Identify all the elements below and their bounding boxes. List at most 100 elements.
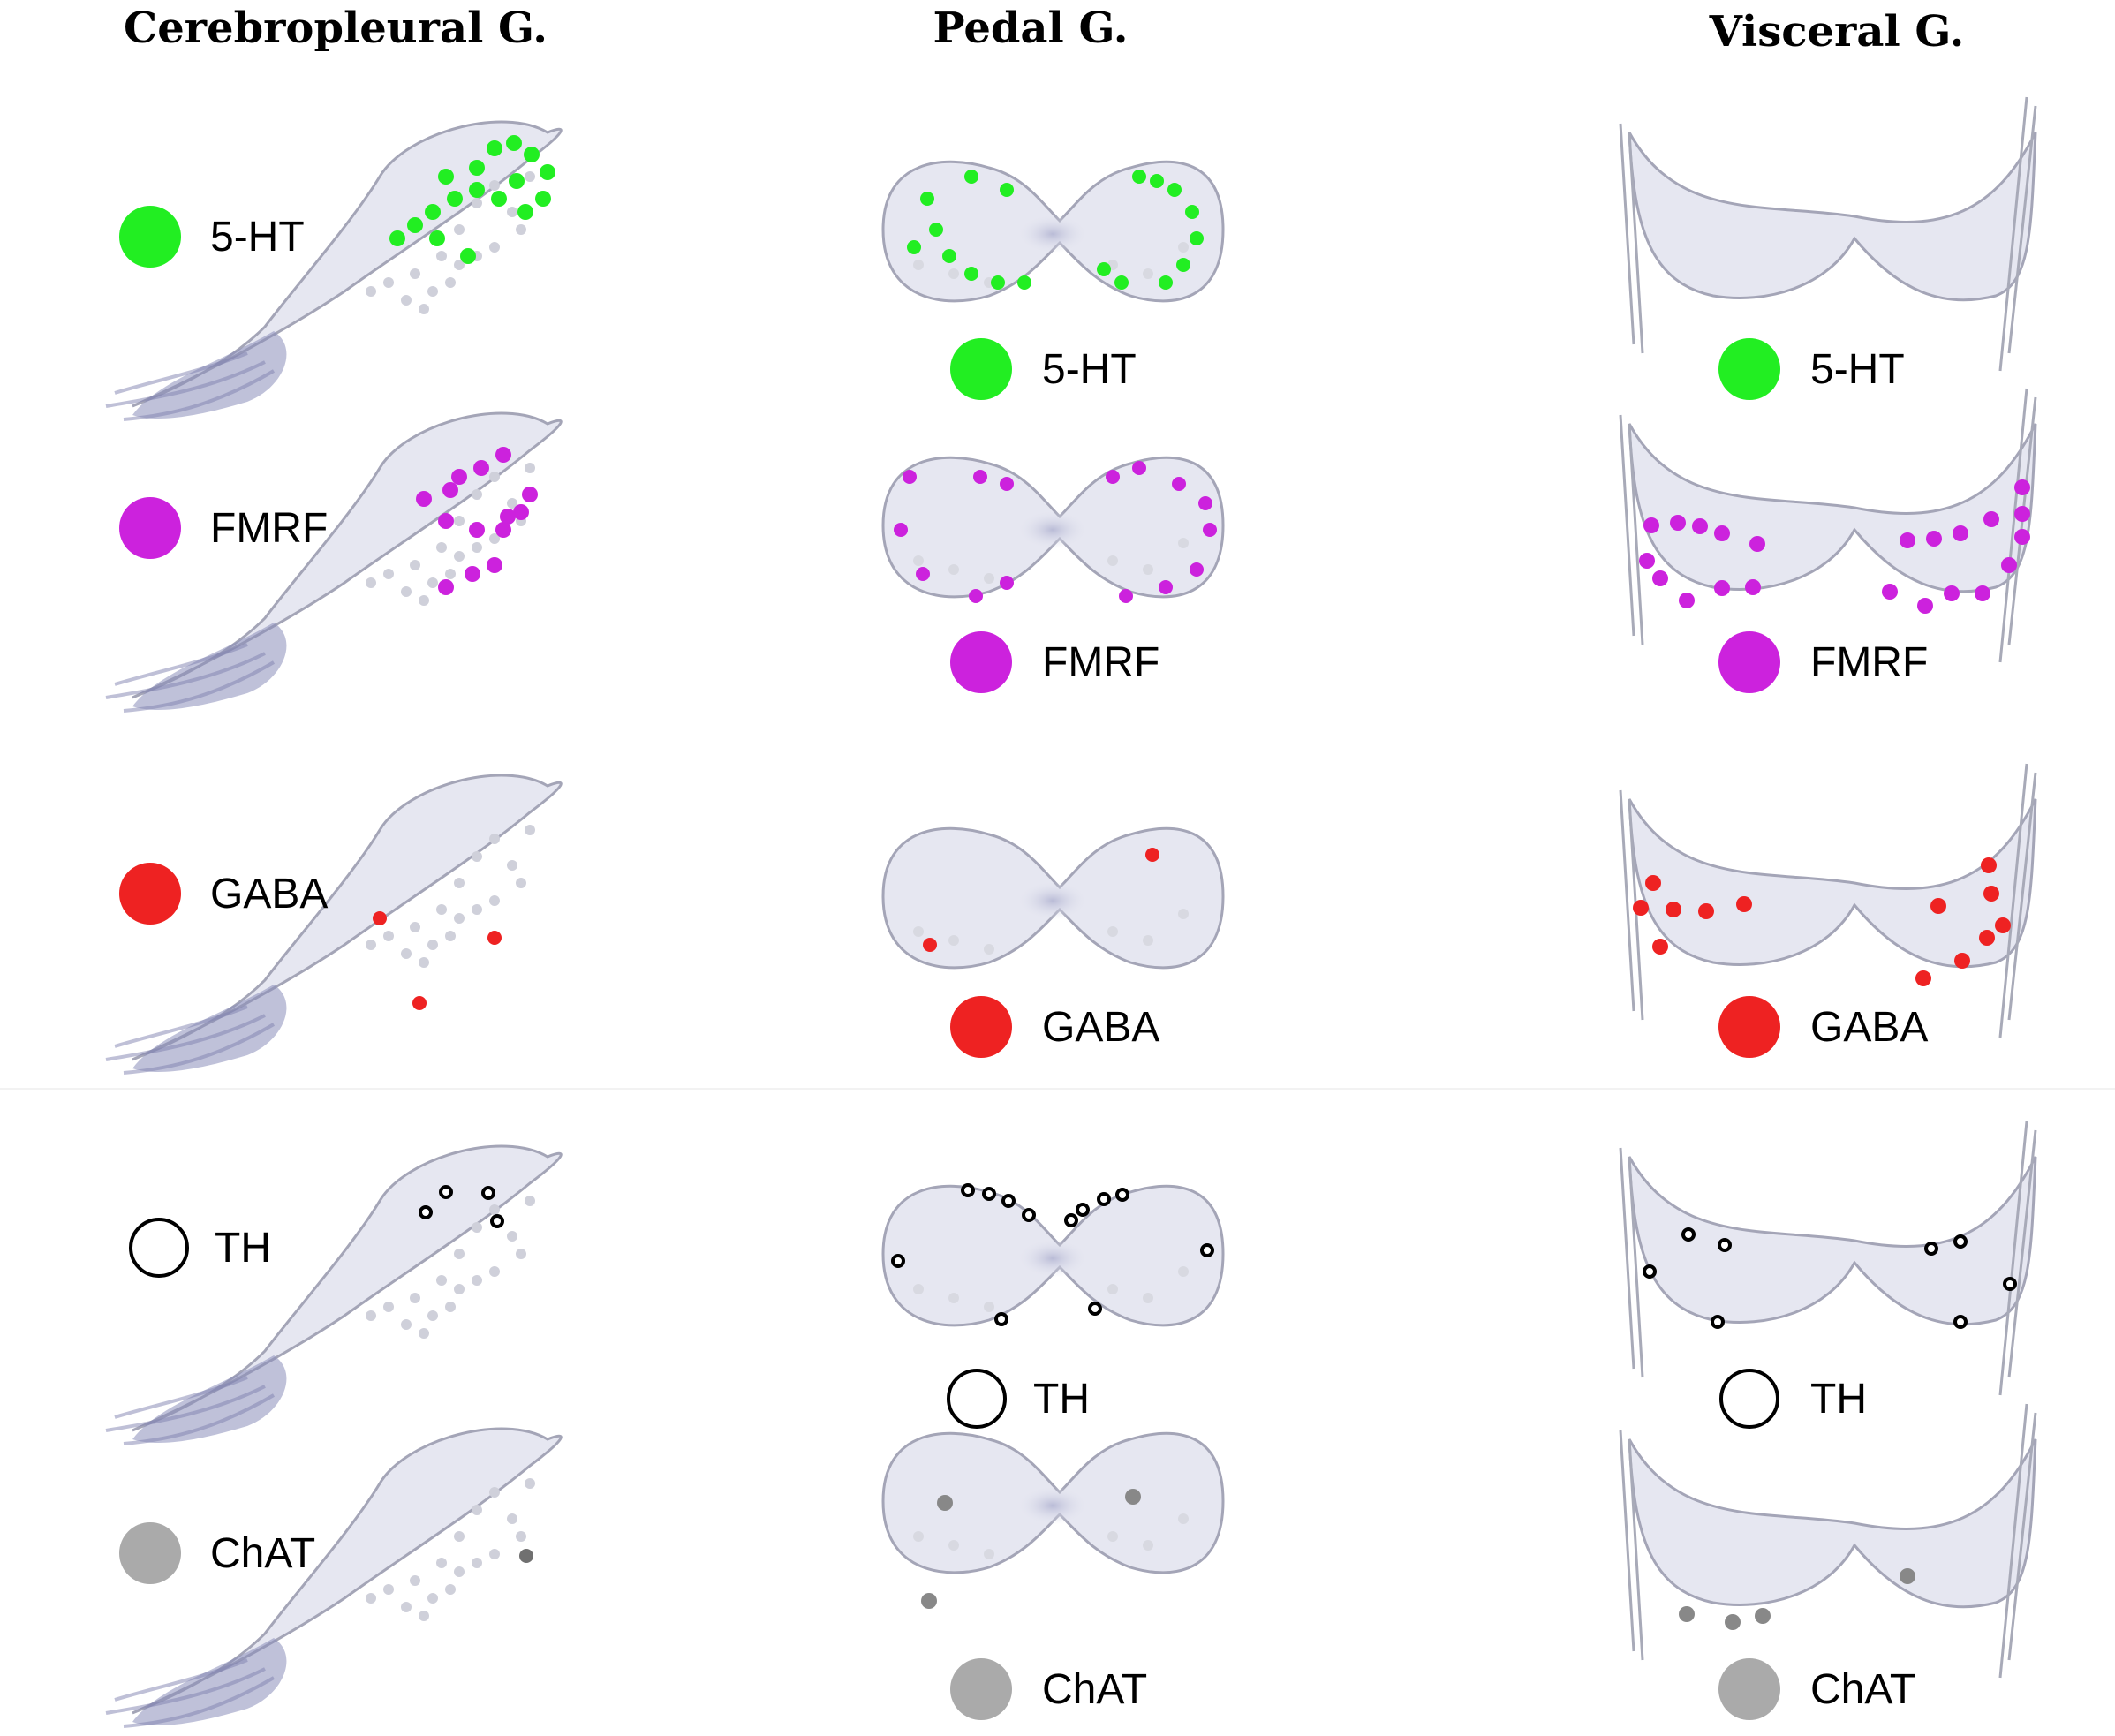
legend-cerebropleural-th: TH [129, 1218, 271, 1278]
background-cell [427, 1310, 438, 1321]
stained-cell [469, 182, 485, 198]
stained-cell [438, 169, 454, 185]
background-cell [419, 304, 429, 314]
legend-swatch [129, 1218, 189, 1278]
stained-cell [991, 275, 1005, 290]
background-cell [489, 1549, 500, 1559]
stained-cell [491, 191, 507, 207]
background-cell [454, 913, 465, 924]
background-cell [427, 940, 438, 950]
stained-cell [1097, 262, 1111, 276]
background-cell [1143, 935, 1153, 946]
background-cell [1143, 564, 1153, 575]
background-cell [472, 198, 482, 208]
background-cell [366, 577, 376, 588]
background-cell [489, 1487, 500, 1498]
stained-cell [373, 911, 387, 925]
stained-cell [487, 140, 502, 156]
stained-cell [451, 469, 467, 485]
background-cell [489, 472, 500, 482]
background-cell [507, 207, 517, 217]
background-cell [445, 1302, 456, 1312]
background-cell [410, 560, 420, 570]
background-cell [383, 569, 394, 579]
column-title-visceral: Visceral G. [1709, 7, 1965, 57]
legend-cerebropleural-5ht: 5-HT [119, 206, 305, 268]
background-cell [401, 1602, 412, 1612]
stained-cell [1926, 531, 1942, 547]
legend-label: 5-HT [1810, 346, 1905, 393]
stained-cell [487, 931, 502, 945]
stained-cell [1000, 183, 1014, 197]
background-cell [366, 286, 376, 297]
stained-cell [1718, 1238, 1732, 1252]
background-cell [1178, 538, 1189, 548]
stained-cell [2014, 529, 2030, 545]
legend-swatch [950, 631, 1012, 693]
stained-cell [442, 482, 458, 498]
stained-cell [964, 267, 978, 281]
stained-cell [1979, 930, 1995, 946]
background-cell [472, 1505, 482, 1515]
background-cell [410, 1575, 420, 1586]
legend-swatch [1719, 1369, 1779, 1429]
background-cell [401, 948, 412, 959]
background-cell [507, 498, 517, 509]
stained-cell [1097, 1192, 1111, 1206]
background-cell [1107, 1284, 1118, 1294]
stained-cell [1714, 580, 1730, 596]
visceral-ganglion-5ht [1619, 96, 2037, 372]
background-cell [1178, 242, 1189, 253]
stained-cell [1953, 525, 1968, 541]
legend-visceral-5ht: 5-HT [1718, 338, 1905, 400]
stained-cell [1983, 511, 1999, 527]
stained-cell [1711, 1315, 1725, 1329]
background-cell [525, 1478, 535, 1489]
legend-label: TH [1033, 1376, 1090, 1423]
stained-cell [2003, 1277, 2017, 1291]
section-divider [0, 1088, 2115, 1090]
background-cell [445, 277, 456, 288]
stained-cell [1076, 1203, 1090, 1217]
stained-cell [973, 470, 987, 484]
background-cell [436, 542, 447, 553]
background-cell [454, 1284, 465, 1294]
stained-cell [535, 191, 551, 207]
stained-cell [1679, 593, 1695, 608]
stained-cell [438, 579, 454, 595]
background-cell [454, 1531, 465, 1542]
legend-swatch [119, 863, 181, 925]
legend-swatch [950, 338, 1012, 400]
stained-cell [1200, 1243, 1214, 1257]
stained-cell [1114, 275, 1129, 290]
legend-label: TH [215, 1225, 271, 1272]
legend-label: TH [1810, 1376, 1867, 1423]
stained-cell [513, 504, 529, 520]
stained-cell [506, 135, 522, 151]
stained-cell [1145, 848, 1159, 862]
background-cell [1143, 1540, 1153, 1551]
legend-visceral-th: TH [1719, 1369, 1867, 1429]
background-cell [525, 463, 535, 473]
legend-swatch [119, 1522, 181, 1584]
visceral-ganglion-gaba [1619, 763, 2037, 1038]
background-cell [472, 489, 482, 500]
column-title-pedal: Pedal G. [933, 4, 1129, 53]
stained-cell [1900, 1568, 1915, 1584]
legend-label: 5-HT [1042, 346, 1137, 393]
legend-visceral-chat: ChAT [1718, 1658, 1915, 1720]
pedal-ganglion-chat [881, 1431, 1225, 1574]
background-cell [948, 1540, 959, 1551]
stained-cell [1017, 275, 1031, 290]
background-cell [445, 569, 456, 579]
stained-cell [1944, 585, 1960, 601]
stained-cell [1150, 174, 1164, 188]
stained-cell [460, 248, 476, 264]
background-cell [489, 895, 500, 906]
stained-cell [490, 1214, 504, 1228]
stained-cell [2001, 557, 2017, 573]
legend-pedal-fmrf: FMRF [950, 631, 1159, 693]
stained-cell [1745, 579, 1761, 595]
background-cell [516, 878, 526, 888]
stained-cell [1714, 525, 1730, 541]
